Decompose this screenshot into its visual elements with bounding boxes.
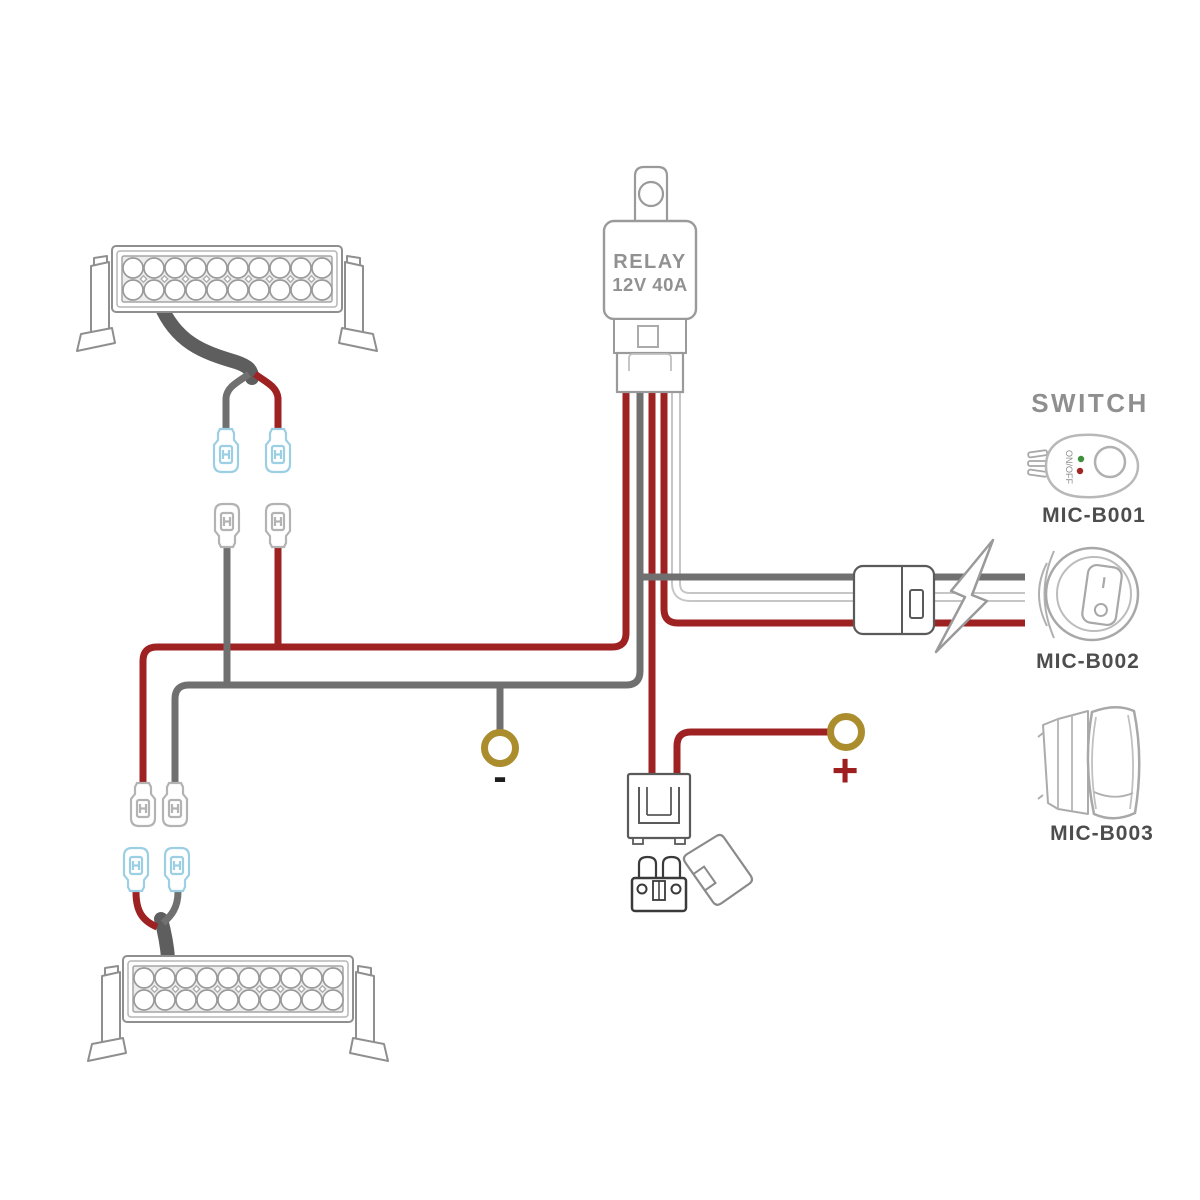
ring-terminal-icon	[827, 713, 865, 751]
switch-model-label: MIC-B003	[1050, 822, 1154, 845]
wire-red-to-switch	[660, 392, 1025, 627]
spade-terminal-blue-icon	[163, 846, 191, 893]
spade-terminal-white-icon	[264, 502, 292, 549]
negative-symbol: -	[493, 755, 506, 799]
spade-terminal-white-icon	[161, 781, 189, 828]
connector-pair-bottom-lightbar-blue	[122, 846, 191, 893]
indicator-led-red	[1076, 467, 1084, 475]
led-light-bar-top	[77, 246, 377, 351]
wire-gray-bottom-lightbar-lead	[160, 891, 182, 926]
negative-ring-terminal: -	[481, 729, 519, 799]
ring-terminal-icon	[481, 729, 519, 767]
connector-pair-bottom-harness-white	[129, 781, 189, 828]
fuse-holder-cover	[682, 833, 754, 906]
spade-terminal-white-icon	[129, 781, 157, 828]
wire-gray-top-lightbar-lead	[222, 371, 252, 428]
blade-fuse-icon	[630, 855, 688, 913]
wire-red-main-to-lightbars	[139, 392, 630, 782]
lightning-bolt-icon	[934, 538, 995, 654]
rocker-button	[1081, 563, 1123, 627]
fuse-holder	[626, 772, 692, 845]
indicator-led-green	[1077, 455, 1085, 463]
positive-ring-terminal: +	[827, 713, 865, 796]
inline-connector	[852, 564, 936, 636]
wire-white-to-switch	[671, 392, 1025, 602]
switch-mic-b003: MIC-B003	[1037, 706, 1154, 845]
spade-terminal-blue-icon	[264, 427, 292, 474]
lightbar-bottom-cable	[154, 912, 175, 965]
wire-gray-ground-main	[171, 392, 644, 782]
wire-red-fuse-to-positive	[673, 728, 829, 776]
positive-symbol: +	[832, 744, 859, 796]
relay-label-line2: 12V 40A	[612, 274, 688, 295]
rocker-button	[1086, 706, 1141, 820]
connector-pair-top-lightbar-blue	[212, 427, 292, 474]
switch-button	[1093, 445, 1127, 479]
switch-section-title: SWITCH	[1031, 388, 1149, 418]
connector-pair-top-harness-white	[213, 502, 292, 549]
relay: RELAY 12V 40A	[602, 165, 698, 394]
switch-model-label: MIC-B002	[1036, 650, 1140, 673]
lightbar-top-cable	[153, 297, 259, 385]
switch-mic-b001: ON/OFF MIC-B001	[1027, 433, 1146, 527]
relay-mount-hole	[637, 180, 665, 208]
led-light-bar-bottom	[88, 956, 388, 1061]
spade-terminal-white-icon	[213, 502, 241, 549]
switch-mic-b002: MIC-B002	[1036, 546, 1140, 673]
switch-model-label: MIC-B001	[1042, 504, 1146, 527]
relay-label-line1: RELAY	[613, 251, 686, 273]
onoff-label: ON/OFF	[1064, 450, 1074, 484]
spade-terminal-blue-icon	[122, 846, 150, 893]
wire-red-top-lightbar-lead	[252, 371, 282, 428]
wire-red-bottom-lightbar-lead	[132, 891, 159, 931]
spade-terminal-blue-icon	[212, 427, 240, 474]
